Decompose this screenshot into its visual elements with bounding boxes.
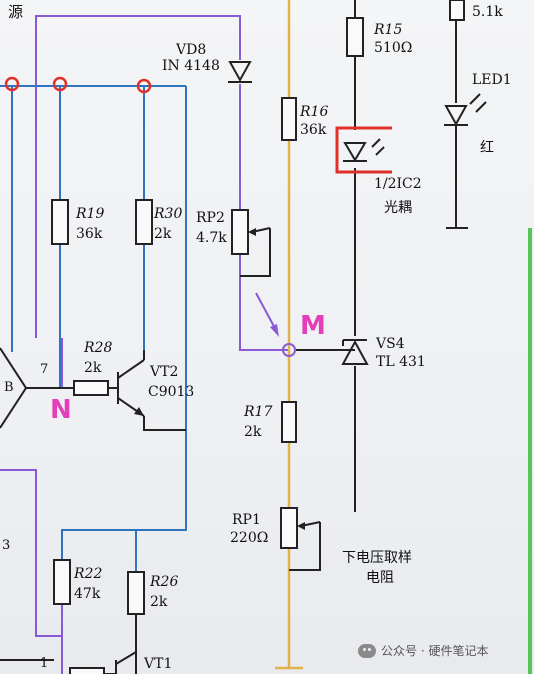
- r28-value: 2k: [84, 360, 102, 376]
- r28-ref: R28: [84, 340, 113, 356]
- optocoupler-led: [343, 138, 385, 162]
- wechat-icon: [358, 644, 376, 658]
- r28-resistor: [73, 380, 109, 396]
- r16-resistor: [281, 97, 297, 141]
- node-m-label: M: [300, 311, 326, 341]
- optocoupler-name: 光耦: [384, 200, 412, 216]
- optocoupler-ref: 1/2IC2: [374, 176, 422, 192]
- r15-resistor: [346, 17, 364, 57]
- vt2-part: C9013: [148, 384, 195, 400]
- r17-resistor: [281, 401, 297, 443]
- rp2-wiper: [240, 227, 271, 277]
- vd8-diode: [228, 61, 252, 83]
- r30-resistor: [135, 199, 153, 245]
- optocoupler-highlight-box: [335, 126, 392, 174]
- vt1-ref: VT1: [144, 656, 173, 672]
- r22-resistor: [53, 559, 71, 605]
- vs4-part: TL 431: [376, 354, 426, 370]
- r26-ref: R26: [150, 574, 179, 590]
- r26-value: 2k: [150, 594, 168, 610]
- pin-1-label: 1: [40, 656, 49, 671]
- sampling-label-line2: 电阻: [366, 570, 394, 586]
- vt1-transistor: [69, 651, 137, 674]
- rp1-wiper: [289, 521, 321, 571]
- m-node-circle: [282, 343, 296, 357]
- watermark-text: 公众号 · 硬件笔记本: [381, 644, 489, 658]
- rp2-ref: RP2: [196, 210, 225, 226]
- r15-ref: R15: [374, 22, 403, 38]
- r19-resistor: [51, 199, 69, 245]
- led1-diode: [444, 93, 487, 127]
- r30-ref: R30: [154, 206, 183, 222]
- rp1-ref: RP1: [232, 512, 261, 528]
- r15-value: 510Ω: [374, 40, 413, 56]
- led1-column-wire: [446, 20, 468, 229]
- left-ic-amplifier: [0, 347, 62, 429]
- rp2-value: 4.7k: [196, 230, 227, 246]
- r16-value: 36k: [300, 122, 327, 138]
- sampling-label-line1: 下电压取样: [342, 550, 412, 566]
- blue-trace: [0, 85, 187, 572]
- r30-value: 2k: [154, 226, 172, 242]
- rp1-potentiometer: [280, 507, 298, 549]
- r22-value: 47k: [74, 586, 101, 602]
- ic-b-label: B: [4, 380, 14, 395]
- r26-resistor: [127, 571, 145, 615]
- m-pointer-arrow: [255, 292, 279, 337]
- vs4-ref: VS4: [376, 336, 405, 352]
- r17-value: 2k: [244, 424, 262, 440]
- vd8-ref: VD8: [176, 42, 207, 58]
- vs4-regulator: [341, 339, 369, 365]
- pin-7-label: 7: [40, 362, 49, 377]
- r17-ref: R17: [244, 404, 273, 420]
- top-resistor-value: 5.1k: [472, 4, 503, 20]
- left-edge-label: 3: [2, 538, 11, 553]
- led1-ref: LED1: [472, 72, 512, 88]
- r19-ref: R19: [76, 206, 105, 222]
- top-left-char: 源: [8, 3, 24, 21]
- top-resistor: [449, 0, 465, 21]
- vt2-ref: VT2: [150, 364, 179, 380]
- led1-color: 红: [480, 140, 494, 156]
- rp1-value: 220Ω: [230, 530, 269, 546]
- red-node-markers: [4, 76, 152, 94]
- node-n-label: N: [50, 395, 72, 425]
- r16-ref: R16: [300, 104, 329, 120]
- vt2-transistor: [62, 350, 186, 431]
- watermark: 公众号 · 硬件笔记本: [358, 643, 488, 659]
- rp2-potentiometer: [231, 209, 249, 255]
- r19-value: 36k: [76, 226, 103, 242]
- r22-ref: R22: [74, 566, 103, 582]
- vd8-part: IN 4148: [162, 58, 220, 74]
